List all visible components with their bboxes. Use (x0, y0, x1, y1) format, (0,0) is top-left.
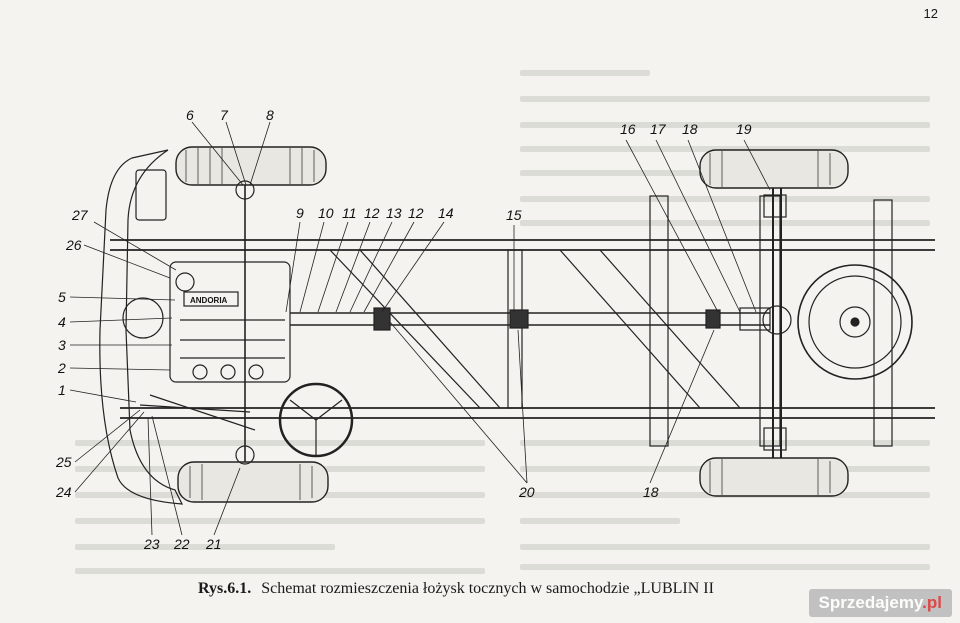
callout-19: 19 (736, 121, 752, 137)
callout-22: 22 (173, 536, 190, 552)
callout-3: 3 (58, 337, 66, 353)
callout-7: 7 (220, 107, 229, 123)
steering-wheel (278, 382, 354, 458)
engine-block (122, 261, 291, 383)
callout-21: 21 (205, 536, 222, 552)
figure-caption: Rys.6.1. Schemat rozmieszczenia łożysk to… (198, 580, 714, 598)
front-axle (139, 180, 256, 465)
callout-25: 25 (55, 454, 72, 470)
callout-5: 5 (58, 289, 66, 305)
leader-lines (69, 121, 771, 536)
propeller-shaft (290, 307, 771, 331)
callout-labels: 1 2 3 4 5 6 7 8 9 10 11 12 13 12 14 15 1… (55, 107, 752, 552)
callout-18a: 18 (682, 121, 698, 137)
callout-12a: 12 (364, 205, 380, 221)
engine-label: ANDORIA (190, 296, 228, 305)
callout-9: 9 (296, 205, 304, 221)
callout-15: 15 (506, 207, 522, 223)
headlamp-block (135, 169, 167, 221)
watermark-logo: Sprzedajemy.pl (808, 589, 952, 617)
rear-axle (762, 188, 792, 458)
callout-12b: 12 (408, 205, 424, 221)
spare-wheel (797, 264, 913, 380)
callout-27: 27 (71, 207, 89, 223)
callout-17: 17 (650, 121, 667, 137)
callout-16: 16 (620, 121, 636, 137)
callout-1: 1 (58, 382, 66, 398)
callout-14: 14 (438, 205, 454, 221)
callout-23: 23 (143, 536, 160, 552)
wheels (175, 146, 849, 503)
callout-4: 4 (58, 314, 66, 330)
front-bumper (99, 149, 184, 505)
figure-title: Schemat rozmieszczenia łożysk tocznych w… (261, 580, 714, 597)
callout-13: 13 (386, 205, 402, 221)
callout-8: 8 (266, 107, 274, 123)
page-number: 12 (923, 6, 938, 21)
callout-6: 6 (186, 107, 194, 123)
figure-number: Rys.6.1. (198, 580, 252, 597)
callout-20: 20 (518, 484, 535, 500)
callout-10: 10 (318, 205, 334, 221)
callout-24: 24 (55, 484, 72, 500)
callout-2: 2 (57, 360, 66, 376)
callout-26: 26 (65, 237, 82, 253)
callout-18b: 18 (643, 484, 659, 500)
callout-11: 11 (342, 205, 357, 221)
